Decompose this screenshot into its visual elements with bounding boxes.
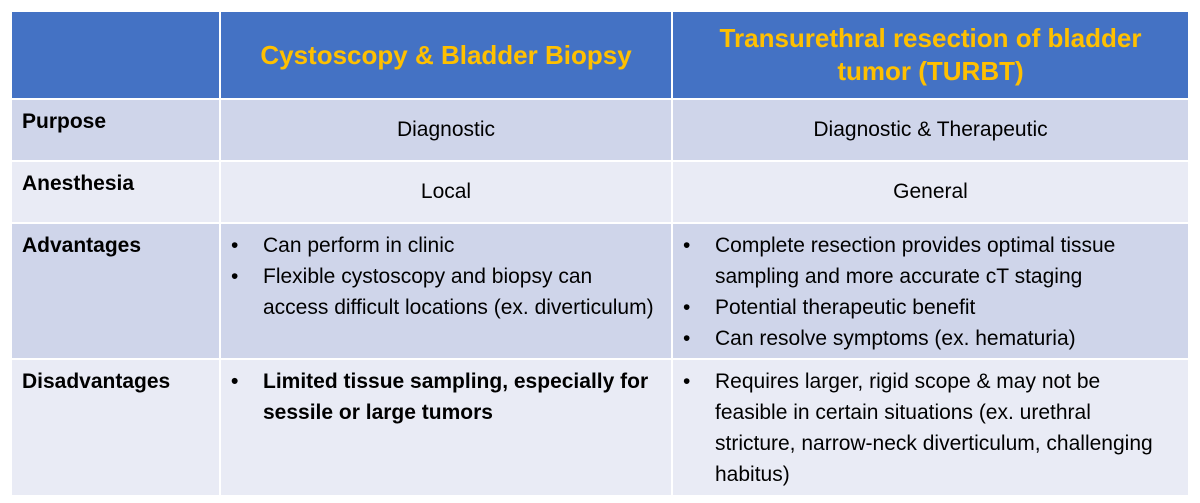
- header-empty-cell: [12, 12, 219, 98]
- purpose-turbt: Diagnostic & Therapeutic: [673, 100, 1188, 160]
- bullet-item: Can perform in clinic: [231, 230, 659, 261]
- header-cystoscopy: Cystoscopy & Bladder Biopsy: [221, 12, 671, 98]
- row-label-purpose: Purpose: [12, 100, 219, 160]
- row-label-anesthesia: Anesthesia: [12, 162, 219, 222]
- disadvantages-cystoscopy: Limited tissue sampling, especially for …: [221, 360, 671, 495]
- bullet-item: Requires larger, rigid scope & may not b…: [683, 366, 1176, 490]
- comparison-table: Cystoscopy & Bladder Biopsy Transurethra…: [12, 12, 1188, 495]
- advantages-cystoscopy: Can perform in clinic Flexible cystoscop…: [221, 224, 671, 358]
- row-label-disadvantages: Disadvantages: [12, 360, 219, 495]
- bullet-item: Flexible cystoscopy and biopsy can acces…: [231, 261, 659, 323]
- header-turbt: Transurethral resection of bladder tumor…: [673, 12, 1188, 98]
- advantages-turbt: Complete resection provides optimal tiss…: [673, 224, 1188, 358]
- purpose-cystoscopy: Diagnostic: [221, 100, 671, 160]
- bullet-item: Limited tissue sampling, especially for …: [231, 366, 659, 428]
- bullet-item: Complete resection provides optimal tiss…: [683, 230, 1176, 292]
- bullet-item: Potential therapeutic benefit: [683, 292, 1176, 323]
- anesthesia-turbt: General: [673, 162, 1188, 222]
- anesthesia-cystoscopy: Local: [221, 162, 671, 222]
- bullet-item: Can resolve symptoms (ex. hematuria): [683, 323, 1176, 354]
- row-label-advantages: Advantages: [12, 224, 219, 358]
- disadvantages-turbt: Requires larger, rigid scope & may not b…: [673, 360, 1188, 495]
